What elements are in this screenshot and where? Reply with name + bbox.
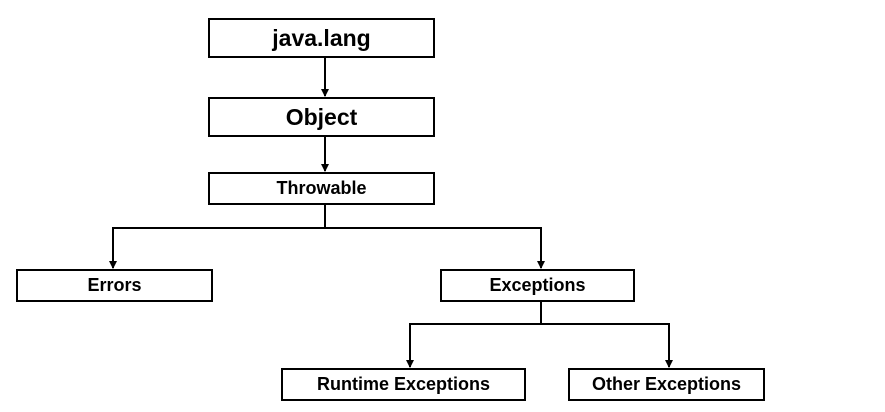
node-throwable: Throwable — [208, 172, 435, 205]
node-errors: Errors — [16, 269, 213, 302]
node-object: Object — [208, 97, 435, 137]
node-runtime-exceptions: Runtime Exceptions — [281, 368, 526, 401]
node-other-exceptions: Other Exceptions — [568, 368, 765, 401]
node-java-lang: java.lang — [208, 18, 435, 58]
node-exceptions: Exceptions — [440, 269, 635, 302]
